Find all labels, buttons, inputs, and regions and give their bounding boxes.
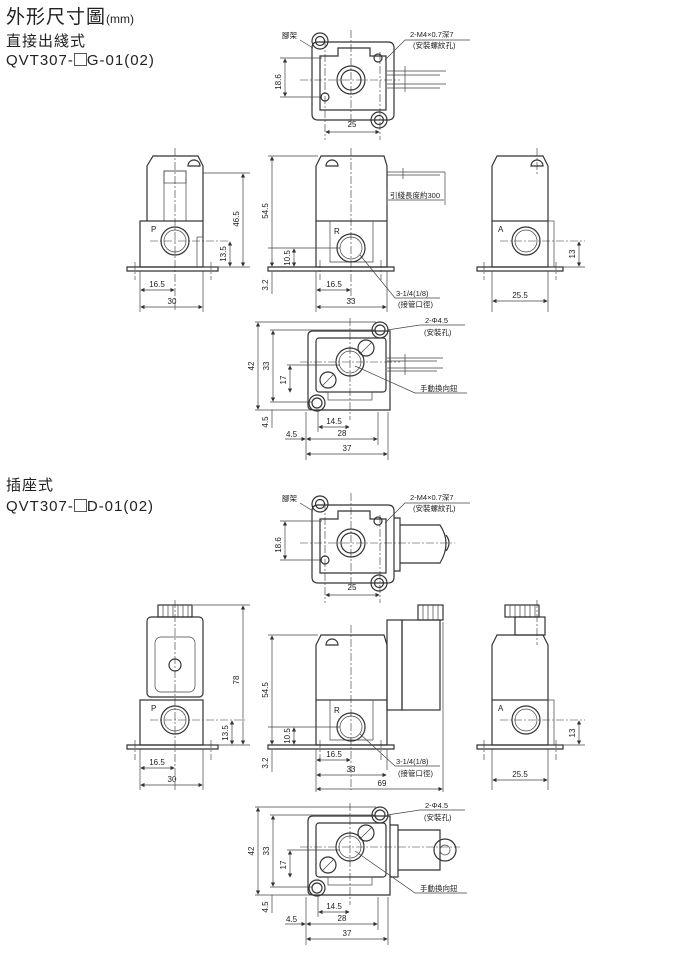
- dim-78: 78: [232, 675, 241, 684]
- port-r: R: [334, 706, 340, 715]
- right-view-1: A 13 25.5: [476, 148, 585, 312]
- page-title: 外形尺寸圖(mm): [6, 2, 134, 29]
- placeholder-box: [73, 499, 87, 512]
- port-a: A: [498, 225, 504, 234]
- dim-10-5: 10.5: [283, 728, 292, 744]
- dim-33: 33: [262, 846, 271, 855]
- dim-14-5: 14.5: [326, 902, 342, 911]
- port-r: R: [334, 227, 340, 236]
- hole-label: 2-Φ4.5: [425, 801, 448, 810]
- bracket-label: 腳架: [282, 493, 297, 503]
- section-1-model: QVT307- G-01(02): [6, 52, 155, 69]
- dim-25-5: 25.5: [512, 291, 528, 300]
- pipe-label: 3-1/4(1/8): [396, 289, 429, 298]
- dim-16-5: 16.5: [326, 280, 342, 289]
- right-view-2: A 13 25.5: [476, 600, 585, 790]
- dim-16-5: 16.5: [149, 758, 165, 767]
- title-text: 外形尺寸圖: [6, 7, 107, 28]
- dim-10-5: 10.5: [283, 250, 292, 266]
- title-unit: (mm): [106, 12, 134, 26]
- dim-4-5-h: 4.5: [286, 915, 298, 924]
- dim-30: 30: [168, 297, 177, 306]
- model-prefix: QVT307-: [6, 498, 74, 515]
- dim-3-2: 3.2: [261, 279, 270, 291]
- top-view-2: 18.6 25 腳架 2-M4×0.7深7 (安裝螺紋孔): [274, 493, 470, 603]
- top-view-1: 18.6 25 腳架 2-M4×0.7深7 (安裝螺紋孔): [274, 30, 470, 140]
- left-view-1: P 46.5 13.5 16.5 30: [126, 148, 250, 312]
- port-p: P: [151, 225, 156, 234]
- hole-note: (安裝孔): [424, 327, 452, 337]
- lead-length-label: 引綫長度約300: [390, 190, 440, 200]
- bottom-view-2: 42 33 17 4.5 14.5 4.5 28 37 2-Φ4.5 (安裝孔)…: [247, 801, 467, 945]
- thread-label: 2-M4×0.7深7: [410, 30, 454, 39]
- dim-13: 13: [568, 249, 577, 258]
- dim-33: 33: [347, 765, 356, 774]
- placeholder-box: [73, 53, 87, 66]
- dim-14-5: 14.5: [326, 417, 342, 426]
- dim-4-5-h: 4.5: [286, 430, 298, 439]
- dim-13-5: 13.5: [219, 246, 228, 262]
- dim-33: 33: [262, 361, 271, 370]
- bottom-view-1: 42 33 17 4.5 14.5 4.5 28 37 2-Φ4.5 (安裝孔)…: [247, 316, 467, 460]
- bracket-label: 腳架: [282, 30, 297, 40]
- manual-button-label: 手動換向鈕: [420, 883, 458, 893]
- left-view-2: P 78 13.5 16.5 30: [126, 600, 250, 790]
- section-1-type: 直接出綫式: [6, 33, 87, 50]
- dim-25: 25: [348, 120, 357, 129]
- port-a: A: [498, 704, 504, 713]
- dim-16-5: 16.5: [149, 280, 165, 289]
- dim-25: 25: [348, 583, 357, 592]
- dim-46-5: 46.5: [232, 211, 241, 227]
- section-2-model: QVT307- D-01(02): [6, 498, 154, 515]
- front-view-2: R 54.5 10.5 3.2 16.5 33 69 3-1/4(1/8) (接…: [261, 604, 444, 792]
- pipe-note: (接管口徑): [398, 768, 433, 778]
- dim-18-6: 18.6: [274, 537, 283, 553]
- model-prefix: QVT307-: [6, 52, 74, 69]
- manual-button-label: 手動換向鈕: [420, 383, 458, 393]
- dim-13: 13: [568, 728, 577, 737]
- dim-42: 42: [247, 361, 256, 370]
- dim-18-6: 18.6: [274, 74, 283, 90]
- dim-54-5: 54.5: [261, 682, 270, 698]
- dim-17: 17: [279, 375, 288, 384]
- dim-3-2: 3.2: [261, 757, 270, 769]
- dim-28: 28: [338, 429, 347, 438]
- dim-25-5: 25.5: [512, 770, 528, 779]
- section-2-type: 插座式: [6, 477, 55, 494]
- dim-28: 28: [338, 914, 347, 923]
- hole-label: 2-Φ4.5: [425, 316, 448, 325]
- pipe-label: 3-1/4(1/8): [396, 757, 429, 766]
- dim-17: 17: [279, 860, 288, 869]
- dim-37: 37: [343, 444, 352, 453]
- thread-note: (安裝螺紋孔): [413, 40, 456, 50]
- dim-42: 42: [247, 846, 256, 855]
- front-view-1: R 引綫長度約300 54.5 10.5 3.2 16.5 33 3-1/4(1…: [261, 148, 446, 312]
- model-suffix: G-01(02): [86, 52, 155, 69]
- dim-13-5: 13.5: [221, 725, 230, 741]
- thread-label: 2-M4×0.7深7: [410, 493, 454, 502]
- dim-16-5: 16.5: [326, 750, 342, 759]
- dim-4-5-v: 4.5: [261, 416, 270, 428]
- model-suffix: D-01(02): [86, 498, 155, 515]
- dim-4-5-v: 4.5: [261, 901, 270, 913]
- thread-note: (安裝螺紋孔): [413, 503, 456, 513]
- pipe-note: (接管口徑): [398, 299, 433, 309]
- dim-54-5: 54.5: [261, 203, 270, 219]
- hole-note: (安裝孔): [424, 812, 452, 822]
- port-p: P: [151, 704, 156, 713]
- dim-69: 69: [378, 779, 387, 788]
- dim-33: 33: [347, 297, 356, 306]
- dim-30: 30: [168, 775, 177, 784]
- dim-37: 37: [343, 929, 352, 938]
